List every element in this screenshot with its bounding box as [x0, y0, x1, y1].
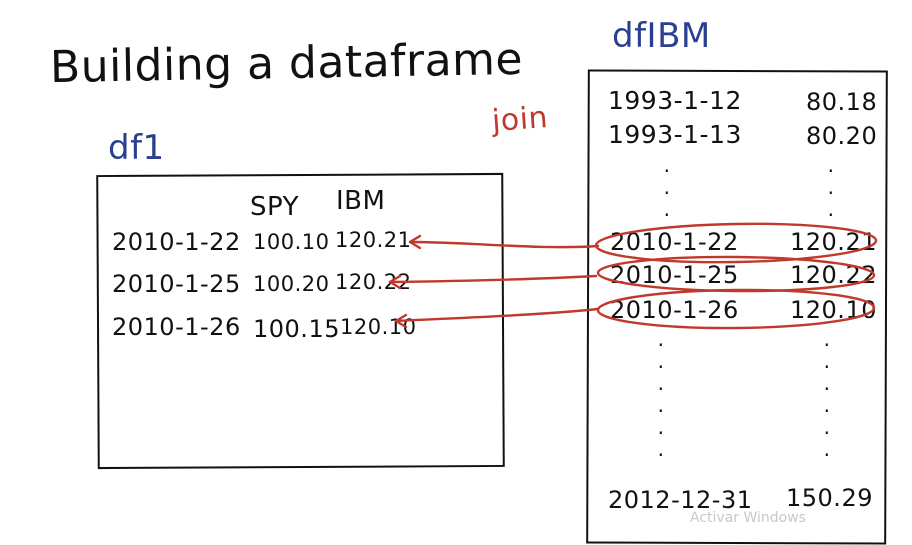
dfibm-row-value: 150.29: [786, 484, 873, 512]
df1-column-spy: SPY: [250, 192, 299, 222]
df1-label: df1: [108, 128, 165, 168]
ellipsis-dots: ······: [823, 333, 831, 467]
dfibm-row-date: 2010-1-26: [610, 296, 739, 324]
join-annotation-layer: [388, 222, 878, 330]
join-arrow: [388, 274, 598, 284]
dfibm-row-date: 1993-1-13: [608, 120, 742, 149]
highlight-ellipse: [596, 288, 876, 330]
watermark: Activar Windows: [690, 510, 806, 526]
dfibm-row-date: 2012-12-31: [608, 486, 753, 514]
df1-row-spy: 100.15: [253, 315, 340, 343]
join-arrow: [408, 240, 600, 249]
join-arrow: [394, 307, 600, 323]
dfibm-row-value: 80.18: [806, 88, 878, 116]
df1-row-ibm: 120.21: [335, 228, 412, 252]
dfibm-row-date: 1993-1-12: [608, 86, 742, 115]
ellipsis-dots: ···: [827, 159, 835, 227]
df1-column-ibm: IBM: [336, 186, 386, 216]
arrow-head: [394, 313, 408, 329]
dfibm-row-value: 80.20: [806, 122, 878, 150]
df1-row-ibm: 120.10: [340, 315, 417, 339]
dfibm-row-value: 120.22: [790, 261, 877, 289]
df1-row-date: 2010-1-26: [112, 313, 241, 341]
df1-row-date: 2010-1-25: [112, 270, 241, 298]
ellipsis-dots: ···: [663, 159, 671, 227]
df1-row-date: 2010-1-22: [112, 228, 241, 256]
df1-row-spy: 100.10: [253, 230, 330, 254]
arrow-head: [408, 234, 422, 250]
dfibm-label: dfIBM: [612, 16, 711, 56]
arrow-head: [388, 274, 402, 290]
df1-row-spy: 100.20: [253, 272, 330, 296]
ellipsis-dots: ······: [657, 333, 665, 467]
